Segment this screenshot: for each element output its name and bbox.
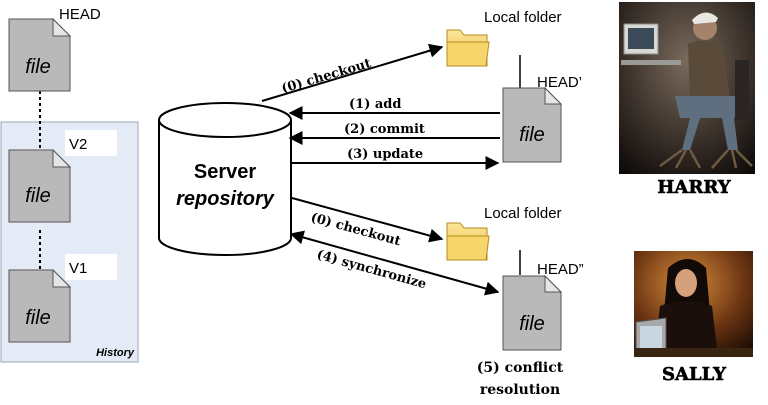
sally-file-label: file [519, 313, 545, 335]
v1-label-box [65, 254, 117, 280]
sally-name-label: SALLY [662, 364, 727, 385]
synchronize-label: (4) synchronize [315, 247, 428, 292]
add-label: (1) add [349, 97, 401, 112]
v2-label-box [65, 130, 117, 156]
sally-folder-label: Local folder [484, 205, 562, 222]
repository-label: repository [176, 188, 275, 210]
v2-file-label: file [25, 185, 51, 207]
v2-label: V2 [69, 136, 87, 153]
sally-file-icon: file [502, 274, 563, 351]
sally-folder-icon [446, 222, 490, 261]
head-label: HEAD [59, 6, 101, 23]
harry-name-label: HARRY [657, 177, 731, 198]
server-label: Server [194, 161, 256, 183]
harry-file-icon: file [502, 86, 563, 163]
conflict-label: (5) conflict [477, 360, 564, 376]
history-label: History [96, 347, 135, 359]
v1-file-icon: file [8, 268, 72, 343]
harry-checkout-arrow [261, 43, 444, 102]
synchronize-arrow [289, 230, 500, 296]
update-label: (3) update [347, 147, 423, 162]
v1-file-label: file [25, 307, 51, 329]
harry-folder-label: Local folder [484, 9, 562, 26]
v2-file-icon: file [8, 148, 72, 223]
head-file-label: file [25, 56, 51, 78]
commit-label: (2) commit [344, 122, 425, 137]
sally-photo [634, 251, 753, 357]
server-repository-icon: Server repository [158, 102, 292, 256]
harry-folder-icon [446, 29, 490, 67]
resolution-label: resolution [480, 382, 560, 398]
harry-photo [619, 2, 755, 174]
sally-head-label: HEAD” [537, 261, 584, 278]
harry-checkout-label: (0) checkout [280, 56, 373, 97]
v1-label: V1 [69, 260, 87, 277]
harry-file-label: file [519, 124, 545, 146]
head-file-icon: file [8, 17, 72, 92]
harry-head-label: HEAD’ [537, 74, 582, 91]
